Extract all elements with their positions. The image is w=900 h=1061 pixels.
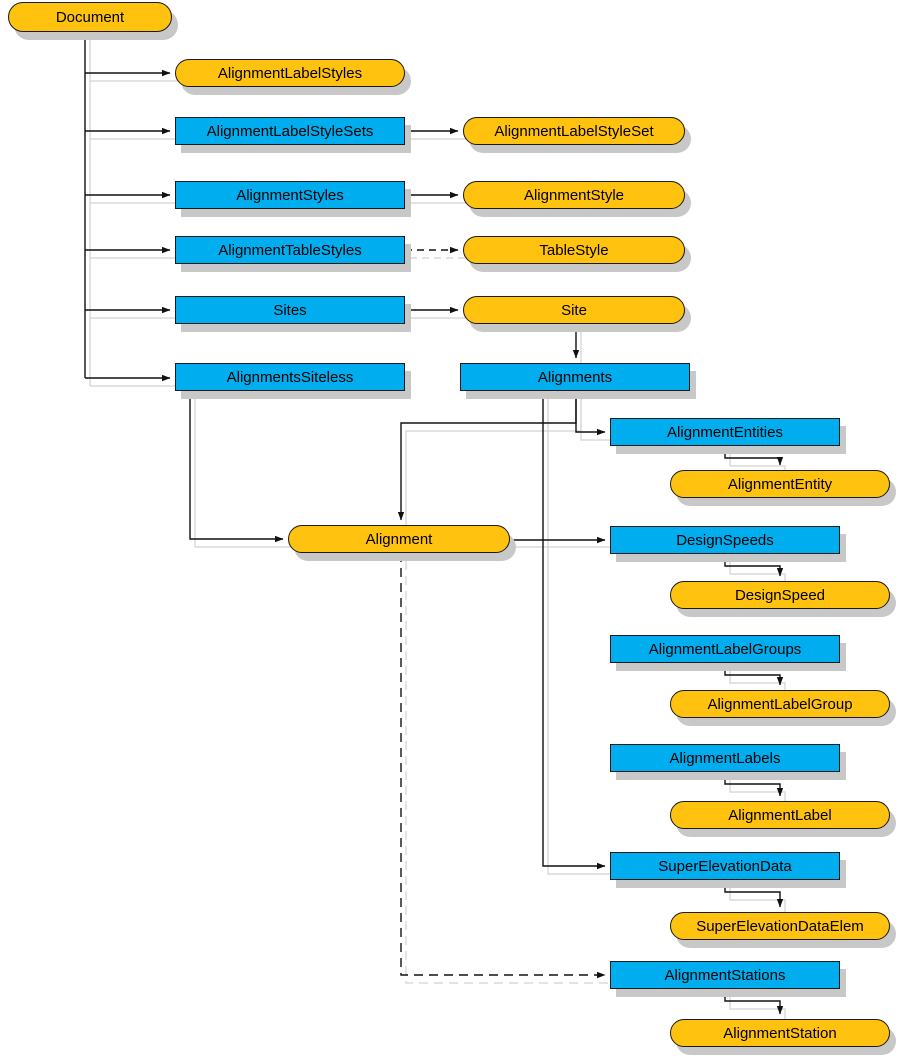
node-tableStyle[interactable]: TableStyle	[463, 236, 685, 264]
node-label-alignmentLabels: AlignmentLabels	[669, 749, 781, 767]
node-label-alignmentEntities: AlignmentEntities	[667, 423, 783, 441]
node-superElevationDataElem[interactable]: SuperElevationDataElem	[670, 912, 890, 940]
node-alignmentTableStyles[interactable]: AlignmentTableStyles	[175, 236, 405, 264]
node-label-alignmentLabelGroups: AlignmentLabelGroups	[648, 640, 802, 658]
node-document[interactable]: Document	[8, 2, 172, 32]
node-label-alignments: Alignments	[537, 368, 613, 386]
node-label-designSpeed: DesignSpeed	[734, 586, 826, 604]
node-designSpeeds[interactable]: DesignSpeeds	[610, 526, 840, 554]
edge-alignments-to-superElevationData	[542, 391, 606, 870]
node-label-alignmentEntity: AlignmentEntity	[727, 475, 833, 493]
node-label-document: Document	[55, 8, 125, 26]
node-label-sites: Sites	[273, 301, 307, 319]
node-label-alignmentStyle: AlignmentStyle	[523, 186, 625, 204]
edge-alignments-to-alignment	[397, 391, 577, 521]
node-label-superElevationDataElem: SuperElevationDataElem	[696, 917, 864, 935]
node-alignmentEntity[interactable]: AlignmentEntity	[670, 470, 890, 498]
node-designSpeed[interactable]: DesignSpeed	[670, 581, 890, 609]
node-alignmentLabelStyles[interactable]: AlignmentLabelStyles	[175, 59, 405, 87]
node-label-alignmentLabelStyleSet: AlignmentLabelStyleSet	[494, 122, 654, 140]
node-alignmentLabelGroups[interactable]: AlignmentLabelGroups	[610, 635, 840, 663]
node-alignmentLabelGroup[interactable]: AlignmentLabelGroup	[670, 690, 890, 718]
node-alignmentStyles[interactable]: AlignmentStyles	[175, 181, 405, 209]
node-alignmentLabel[interactable]: AlignmentLabel	[670, 801, 890, 829]
edge-alignment-to-alignmentStations	[400, 553, 606, 979]
node-alignmentLabelStyleSet[interactable]: AlignmentLabelStyleSet	[463, 117, 685, 145]
node-label-alignmentsSiteless: AlignmentsSiteless	[226, 368, 354, 386]
node-site[interactable]: Site	[463, 296, 685, 324]
node-alignmentEntities[interactable]: AlignmentEntities	[610, 418, 840, 446]
node-alignmentStation[interactable]: AlignmentStation	[670, 1019, 890, 1047]
edge-alignmentsSiteless-to-alignment	[189, 391, 284, 543]
node-label-tableStyle: TableStyle	[539, 241, 609, 259]
node-label-alignmentTableStyles: AlignmentTableStyles	[218, 241, 362, 259]
node-label-alignmentStations: AlignmentStations	[664, 966, 786, 984]
node-label-designSpeeds: DesignSpeeds	[676, 531, 774, 549]
node-alignmentStyle[interactable]: AlignmentStyle	[463, 181, 685, 209]
node-sites[interactable]: Sites	[175, 296, 405, 324]
node-alignmentStations[interactable]: AlignmentStations	[610, 961, 840, 989]
node-label-alignmentStyles: AlignmentStyles	[236, 186, 344, 204]
node-label-alignmentStation: AlignmentStation	[723, 1024, 837, 1042]
node-label-superElevationData: SuperElevationData	[658, 857, 792, 875]
edge-alignments-to-alignmentEntities	[575, 391, 606, 436]
node-label-alignmentLabelStyles: AlignmentLabelStyles	[217, 64, 363, 82]
node-alignmentLabelStyleSets[interactable]: AlignmentLabelStyleSets	[175, 117, 405, 145]
node-alignmentLabels[interactable]: AlignmentLabels	[610, 744, 840, 772]
node-alignment[interactable]: Alignment	[288, 525, 510, 553]
node-label-alignment: Alignment	[365, 530, 433, 548]
node-superElevationData[interactable]: SuperElevationData	[610, 852, 840, 880]
node-label-site: Site	[561, 301, 587, 319]
node-alignments[interactable]: Alignments	[460, 363, 690, 391]
node-label-alignmentLabelGroup: AlignmentLabelGroup	[707, 695, 853, 713]
node-alignmentsSiteless[interactable]: AlignmentsSiteless	[175, 363, 405, 391]
node-label-alignmentLabel: AlignmentLabel	[728, 806, 832, 824]
node-label-alignmentLabelStyleSets: AlignmentLabelStyleSets	[206, 122, 374, 140]
